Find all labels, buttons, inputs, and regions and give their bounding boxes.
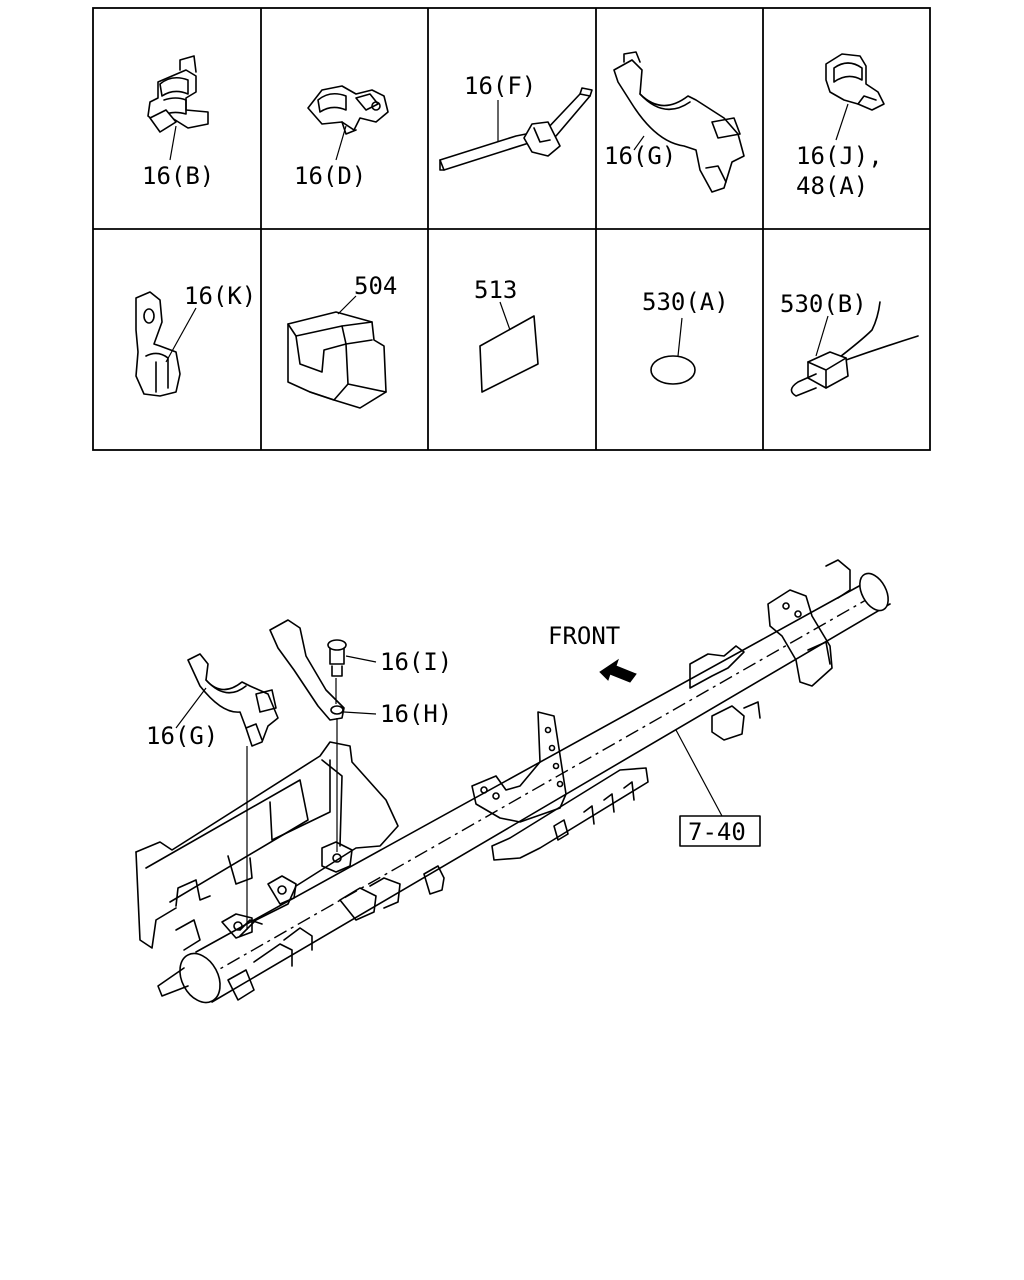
callout-16g: 16(G) bbox=[146, 722, 218, 750]
sheet-icon bbox=[479, 315, 539, 393]
clip-j-icon bbox=[825, 53, 885, 111]
clip-d-icon bbox=[307, 85, 389, 135]
front-arrow-icon bbox=[599, 658, 637, 683]
left-frame-bracket bbox=[135, 741, 445, 1001]
clamp-g-icon bbox=[613, 51, 745, 193]
cross-beam bbox=[157, 572, 891, 1004]
part-label-16b: 16(B) bbox=[142, 162, 214, 190]
part-cell-16g: 16(G) bbox=[604, 51, 745, 193]
part-cell-16f: 16(F) bbox=[439, 72, 593, 171]
leader-line bbox=[345, 655, 377, 663]
assembly-drawing: FRONT bbox=[135, 559, 891, 1004]
front-label: FRONT bbox=[548, 622, 620, 650]
oval-seal-icon bbox=[650, 355, 696, 385]
strap-16h-assembly bbox=[269, 619, 345, 721]
part-label-530a: 530(A) bbox=[642, 288, 729, 316]
part-cell-16d: 16(D) bbox=[294, 85, 389, 190]
leader-line bbox=[343, 711, 377, 715]
callout-16i: 16(I) bbox=[380, 648, 452, 676]
center-bracket bbox=[471, 711, 649, 861]
part-cell-16b: 16(B) bbox=[142, 55, 214, 190]
part-cell-16j: 16(J), 48(A) bbox=[796, 53, 885, 200]
pad-icon bbox=[287, 311, 387, 409]
part-label-513: 513 bbox=[474, 276, 517, 304]
part-label-16f: 16(F) bbox=[464, 72, 536, 100]
bracket-f-icon bbox=[439, 87, 593, 171]
clip-k-icon bbox=[135, 291, 181, 397]
wire-clip-icon bbox=[790, 301, 919, 397]
parts-table: 16(B) 16(D) 16(F) bbox=[92, 7, 931, 451]
clamp-16g-assembly bbox=[187, 653, 279, 747]
part-label-48a: 48(A) bbox=[796, 172, 868, 200]
bolt-16i-assembly bbox=[327, 639, 347, 677]
part-cell-504: 504 bbox=[287, 272, 397, 409]
part-cell-530a: 530(A) bbox=[642, 288, 729, 385]
leader-line bbox=[675, 729, 723, 817]
part-cell-530b: 530(B) bbox=[780, 290, 919, 397]
part-label-16g: 16(G) bbox=[604, 142, 676, 170]
part-label-530b: 530(B) bbox=[780, 290, 867, 318]
reference-box bbox=[679, 815, 761, 847]
clip-b-icon bbox=[147, 55, 209, 133]
front-indicator: FRONT bbox=[548, 622, 637, 683]
right-bracket bbox=[689, 559, 851, 741]
leader-line bbox=[175, 687, 207, 729]
part-cell-513: 513 bbox=[474, 276, 539, 393]
part-cell-16k: 16(K) bbox=[135, 282, 256, 397]
part-label-16j: 16(J), bbox=[796, 142, 883, 170]
callout-16h: 16(H) bbox=[380, 700, 452, 728]
part-label-16d: 16(D) bbox=[294, 162, 366, 190]
callout-reference: 7-40 bbox=[688, 818, 746, 846]
part-label-16k: 16(K) bbox=[184, 282, 256, 310]
part-label-504: 504 bbox=[354, 272, 397, 300]
